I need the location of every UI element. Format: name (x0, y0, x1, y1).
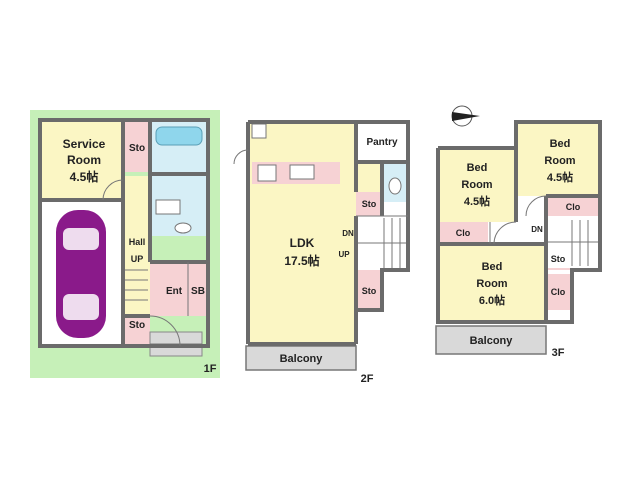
service-room-size: 4.5帖 (70, 169, 99, 184)
bed-left-label-2: Room (461, 179, 492, 191)
sto-1f-bottom-label: Sto (129, 320, 145, 331)
storage-1f-top (123, 122, 149, 172)
floor-1f: Service Room 4.5帖 Sto Hall UP Ent SB Sto… (30, 110, 220, 378)
bed-right-label-2: Room (544, 155, 575, 167)
stove-icon (257, 164, 277, 182)
walls-2f (356, 120, 410, 312)
storage-2f-lower (356, 270, 382, 310)
pantry (356, 122, 408, 162)
sto-1f-top-label: Sto (129, 143, 145, 154)
clo-bottom-label: Clo (551, 287, 566, 297)
clo-right-label: Clo (566, 202, 581, 212)
balcony-3f (435, 325, 547, 355)
bed-bottom-label: Bed (482, 261, 503, 273)
kitchen-sink-icon (289, 164, 315, 180)
entrance (150, 262, 188, 316)
storage-2f-upper (356, 192, 382, 216)
bed-right-label: Bed (550, 138, 571, 150)
clo-left-label: Clo (456, 228, 471, 238)
sto-3f-label: Sto (551, 254, 566, 264)
stairs-3f (546, 218, 600, 268)
balcony-2f (245, 345, 357, 371)
sink-icon (155, 199, 181, 215)
toilet-icon (174, 222, 192, 234)
bed-left-size: 4.5帖 (464, 194, 490, 208)
dn-label-2f: DN (342, 229, 354, 238)
bed-bottom-size: 6.0帖 (479, 293, 505, 307)
closet-left (438, 222, 488, 242)
sb-label: SB (191, 286, 205, 297)
service-room-label-2: Room (67, 153, 101, 167)
walls-3f (436, 120, 602, 324)
floor-3f: Bed Room 4.5帖 Bed Room 4.5帖 Bed Room 6.0… (435, 105, 602, 359)
up-label-1f: UP (131, 254, 144, 264)
bedroom-bottom (438, 246, 546, 322)
closet-right (546, 196, 600, 216)
bed-right-size: 4.5帖 (547, 170, 573, 184)
car-icon (56, 210, 106, 338)
balcony-3f-label: Balcony (470, 335, 514, 347)
service-room-label: Service (63, 137, 106, 151)
hall (123, 176, 150, 316)
balcony-2f-label: Balcony (280, 353, 324, 365)
floor-label-3f: 3F (552, 347, 565, 359)
compass-north-icon (451, 105, 480, 127)
bedroom-right (518, 122, 600, 196)
sto-2f-upper-label: Sto (362, 199, 377, 209)
hall-label: Hall (129, 237, 146, 247)
up-label-2f: UP (338, 250, 350, 259)
pantry-label: Pantry (366, 137, 398, 148)
floor-label-2f: 2F (361, 373, 374, 385)
bedroom-left (438, 150, 516, 222)
storage-1f-bottom (123, 314, 150, 344)
ldk-size: 17.5帖 (284, 253, 319, 268)
sto-2f-lower-label: Sto (362, 286, 377, 296)
closet-bottom (546, 274, 570, 310)
toilet-2f-icon (388, 177, 402, 195)
floor-label-1f: 1F (204, 363, 217, 375)
shoe-box (188, 262, 208, 316)
ldk-label: LDK (290, 236, 315, 250)
bed-left-label: Bed (467, 162, 488, 174)
bed-bottom-label-2: Room (476, 278, 507, 290)
fridge-icon (251, 123, 267, 139)
dn-label-3f: DN (531, 225, 543, 234)
bathtub-icon (155, 126, 203, 146)
floor-2f: Pantry LDK 17.5帖 Sto Sto DN UP Balcony 2… (233, 120, 410, 385)
ent-label: Ent (166, 286, 183, 297)
